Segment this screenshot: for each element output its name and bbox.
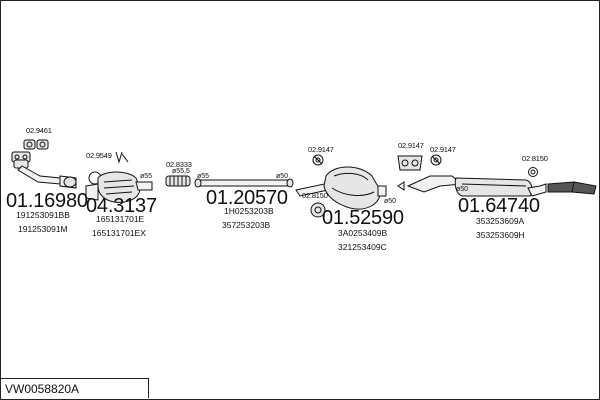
gasket-icon [23, 139, 49, 150]
diameter-label: ø55 [197, 173, 210, 180]
clamp-ring-icon [528, 167, 538, 177]
rubber-mount-icon [397, 155, 423, 171]
clamp-ring-icon [312, 154, 324, 166]
oem-number: 165131701EX [92, 228, 146, 238]
front-pipe-drawing [11, 151, 77, 189]
diameter-label: ø55 [140, 173, 153, 180]
accessory-ref-label: 02.8333 [166, 160, 192, 169]
accessory-ref-label: 02.9147 [398, 141, 424, 150]
oem-number: 321253409C [338, 242, 387, 252]
diagram-code-box: VW0058820A [1, 378, 149, 398]
oem-number: 191253091M [18, 224, 68, 234]
diameter-label: ø50 [384, 198, 397, 205]
oem-number: 357253203B [222, 220, 271, 230]
part-number-01-64740: 01.64740 [458, 195, 540, 217]
diagram-code: VW0058820A [5, 382, 80, 396]
accessory-ref-label: 02.8150 [522, 154, 548, 163]
diameter-label: ø50 [276, 173, 289, 180]
spring-clamp-icon [165, 175, 191, 187]
catalytic-converter-drawing [85, 171, 153, 203]
oem-number: 191253091BB [16, 210, 70, 220]
clamp-ring-icon [430, 154, 442, 166]
part-number-01-52590: 01.52590 [322, 207, 404, 229]
diameter-label: ø50 [456, 186, 469, 193]
oem-number: 353253609A [476, 216, 525, 226]
centre-silencer-drawing [295, 166, 387, 218]
accessory-ref-label: 02.9461 [26, 126, 52, 135]
accessory-ref-label: 02.9147 [308, 145, 334, 154]
middle-pipe-drawing [194, 178, 294, 188]
oem-number: 165131701E [96, 214, 145, 224]
accessory-ref-label: 02.9549 [86, 151, 112, 160]
oem-number: 3A0253409B [338, 228, 388, 238]
part-number-04-3137: 04.3137 [86, 195, 157, 217]
part-number-01-16980: 01.16980 [6, 190, 88, 212]
rear-silencer-drawing [397, 175, 597, 197]
accessory-ref-label: 02.9147 [430, 145, 456, 154]
oem-number: 353253609H [476, 230, 525, 240]
accessory-ref-label: 02.8150 [302, 191, 328, 200]
diameter-label: ø55,5 [172, 168, 190, 175]
part-number-01-20570: 01.20570 [206, 187, 288, 209]
oem-number: 1H0253203B [224, 206, 274, 216]
